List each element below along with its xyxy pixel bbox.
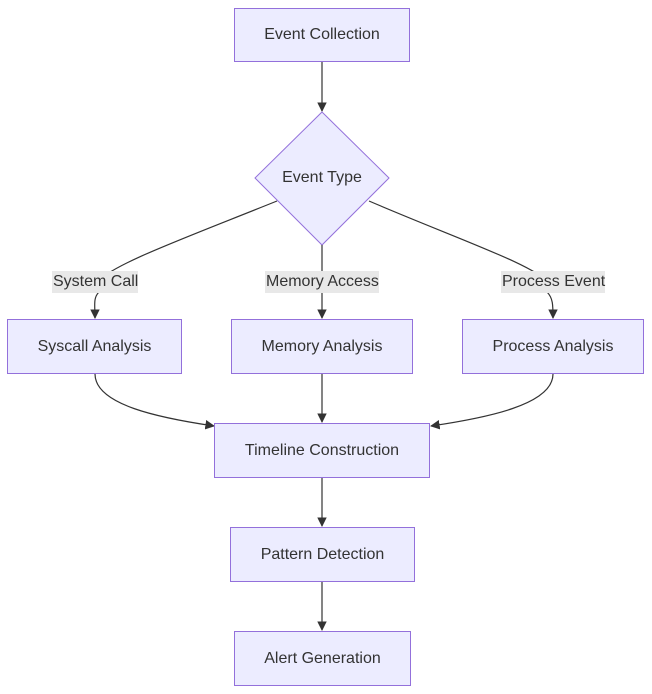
node-process-analysis: Process Analysis (462, 319, 644, 374)
node-memory-analysis: Memory Analysis (231, 319, 413, 374)
node-event-type-label: Event Type (282, 169, 362, 186)
node-syscall-analysis: Syscall Analysis (7, 319, 182, 374)
node-pattern-detection: Pattern Detection (230, 527, 415, 582)
edge-label-system-call: System Call (52, 271, 138, 293)
edge-label-process-event: Process Event (501, 271, 605, 293)
node-alert-generation: Alert Generation (234, 631, 411, 686)
node-event-collection: Event Collection (234, 8, 410, 62)
edge-process-to-timeline (430, 373, 554, 430)
edge-syscall-label-to-box (90, 291, 100, 319)
edge-label-memory-access: Memory Access (265, 271, 379, 293)
node-timeline-construction: Timeline Construction (214, 423, 430, 478)
edge-process-label-to-box (546, 291, 558, 319)
edge-syscall-to-timeline (94, 373, 215, 430)
